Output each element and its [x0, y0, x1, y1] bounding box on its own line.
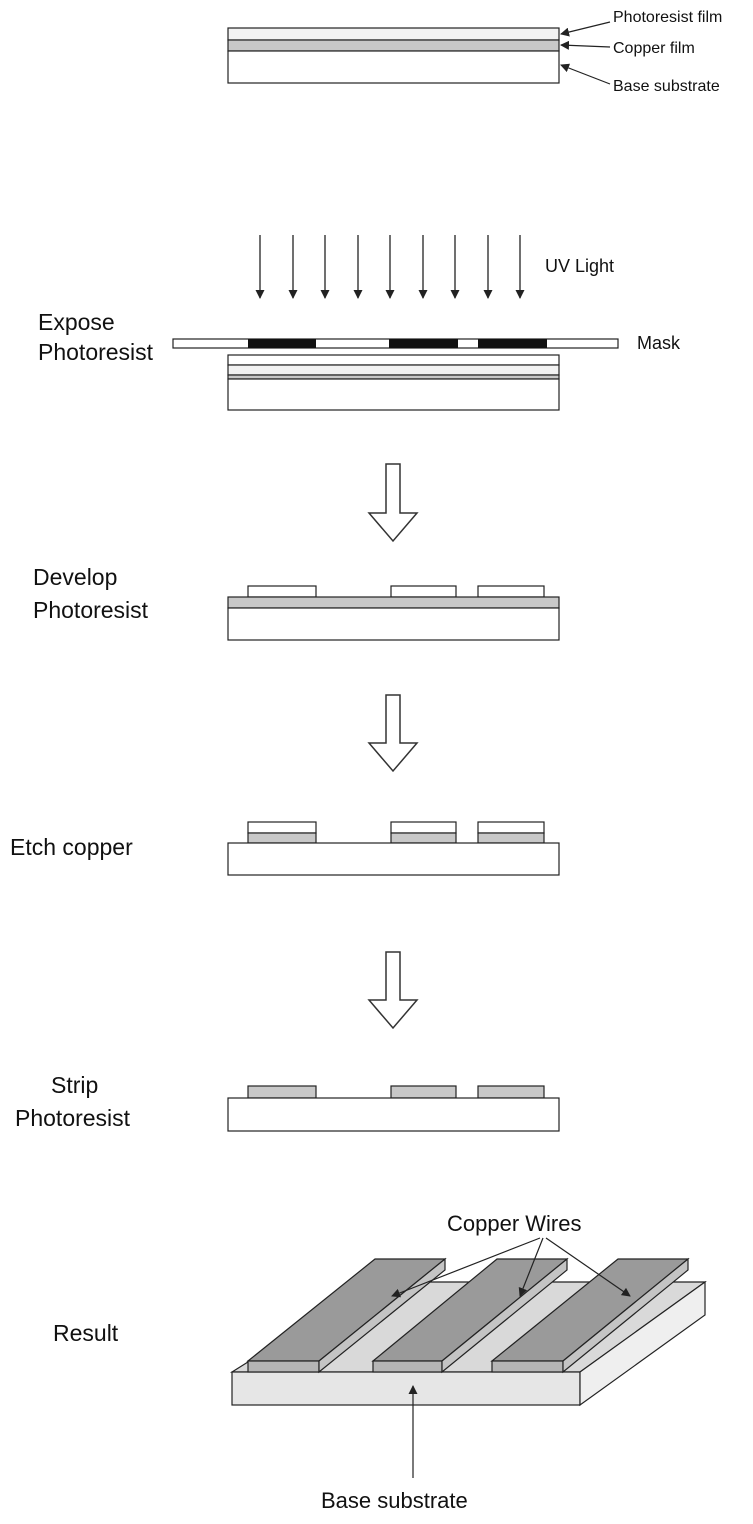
copper-wire-side-face	[562, 1257, 689, 1374]
copper-film-pointer	[560, 40, 611, 50]
copper-wire-front-face	[491, 1360, 564, 1373]
stripped-layer-stack	[227, 1085, 560, 1132]
copper-wire-section	[477, 832, 545, 844]
substrate-side-face	[579, 1280, 706, 1407]
copper-wire-section	[390, 1085, 457, 1099]
expose-step-label-line1: Expose	[38, 309, 115, 335]
copper-wire-section	[247, 1085, 317, 1099]
mask	[172, 338, 619, 349]
result-copper-wires	[246, 1257, 690, 1374]
copper-wire-section	[247, 832, 317, 844]
mask-opaque-region	[389, 339, 458, 348]
mask-opaque-region	[478, 339, 547, 348]
base-substrate-label-bottom: Base substrate	[321, 1488, 468, 1513]
copper-film-layer	[227, 39, 560, 52]
initial-layer-stack	[227, 27, 560, 84]
photoresist-film-layer	[227, 27, 560, 41]
etch-step-label: Etch copper	[10, 834, 133, 860]
photoresist-film-label: Photoresist film	[613, 9, 722, 26]
strip-step-label-line1: Strip	[51, 1072, 98, 1098]
develop-step-label-line1: Develop	[33, 564, 117, 590]
copper-wire-front-face	[247, 1360, 320, 1373]
base-substrate-label-top: Base substrate	[613, 78, 720, 95]
photoresist-film-layer	[227, 364, 560, 376]
copper-wire-section	[390, 832, 457, 844]
uv-light-label: UV Light	[545, 256, 614, 276]
base-substrate-layer	[227, 842, 560, 876]
develop-step-label-line2: Photoresist	[33, 597, 149, 623]
process-flow-arrow	[367, 951, 419, 1030]
copper-film-layer	[227, 596, 560, 609]
expose-step-label-line2: Photoresist	[38, 339, 154, 365]
copper-wires-pointer	[545, 1237, 631, 1297]
developed-layer-stack	[227, 585, 560, 641]
photoresist-pattern	[477, 821, 545, 834]
process-flow-arrow	[367, 463, 419, 543]
result-step-label: Result	[53, 1320, 119, 1346]
photoresist-pattern	[390, 821, 457, 834]
photoresist-pattern	[247, 821, 317, 834]
process-flow-arrow	[367, 694, 419, 773]
base-substrate-pointer	[560, 63, 611, 85]
base-substrate-layer	[227, 378, 560, 411]
mask-label: Mask	[637, 333, 681, 353]
uv-light-rays	[255, 235, 525, 299]
base-substrate-layer	[227, 1097, 560, 1132]
copper-wires-pointer	[391, 1237, 541, 1298]
photoresist-pattern	[247, 585, 317, 598]
copper-wires-pointer	[518, 1237, 544, 1297]
copper-wire	[490, 1257, 690, 1374]
copper-wire-front-face	[372, 1360, 443, 1373]
copper-film-layer	[227, 374, 560, 380]
strip-step-label-line2: Photoresist	[15, 1105, 131, 1131]
substrate-front-face	[231, 1371, 581, 1406]
copper-film-label: Copper film	[613, 40, 695, 57]
photoresist-film-layer	[227, 354, 560, 366]
photoresist-pattern	[390, 585, 457, 598]
photoresist-film-pointer	[560, 21, 611, 37]
exposed-layer-stack	[227, 354, 560, 411]
photoresist-pattern	[477, 585, 545, 598]
copper-wire-section	[477, 1085, 545, 1099]
copper-wires-label: Copper Wires	[447, 1211, 581, 1236]
mask-opaque-region	[248, 339, 316, 348]
base-substrate-layer	[227, 50, 560, 84]
etched-layer-stack	[227, 821, 560, 876]
base-substrate-layer	[227, 607, 560, 641]
